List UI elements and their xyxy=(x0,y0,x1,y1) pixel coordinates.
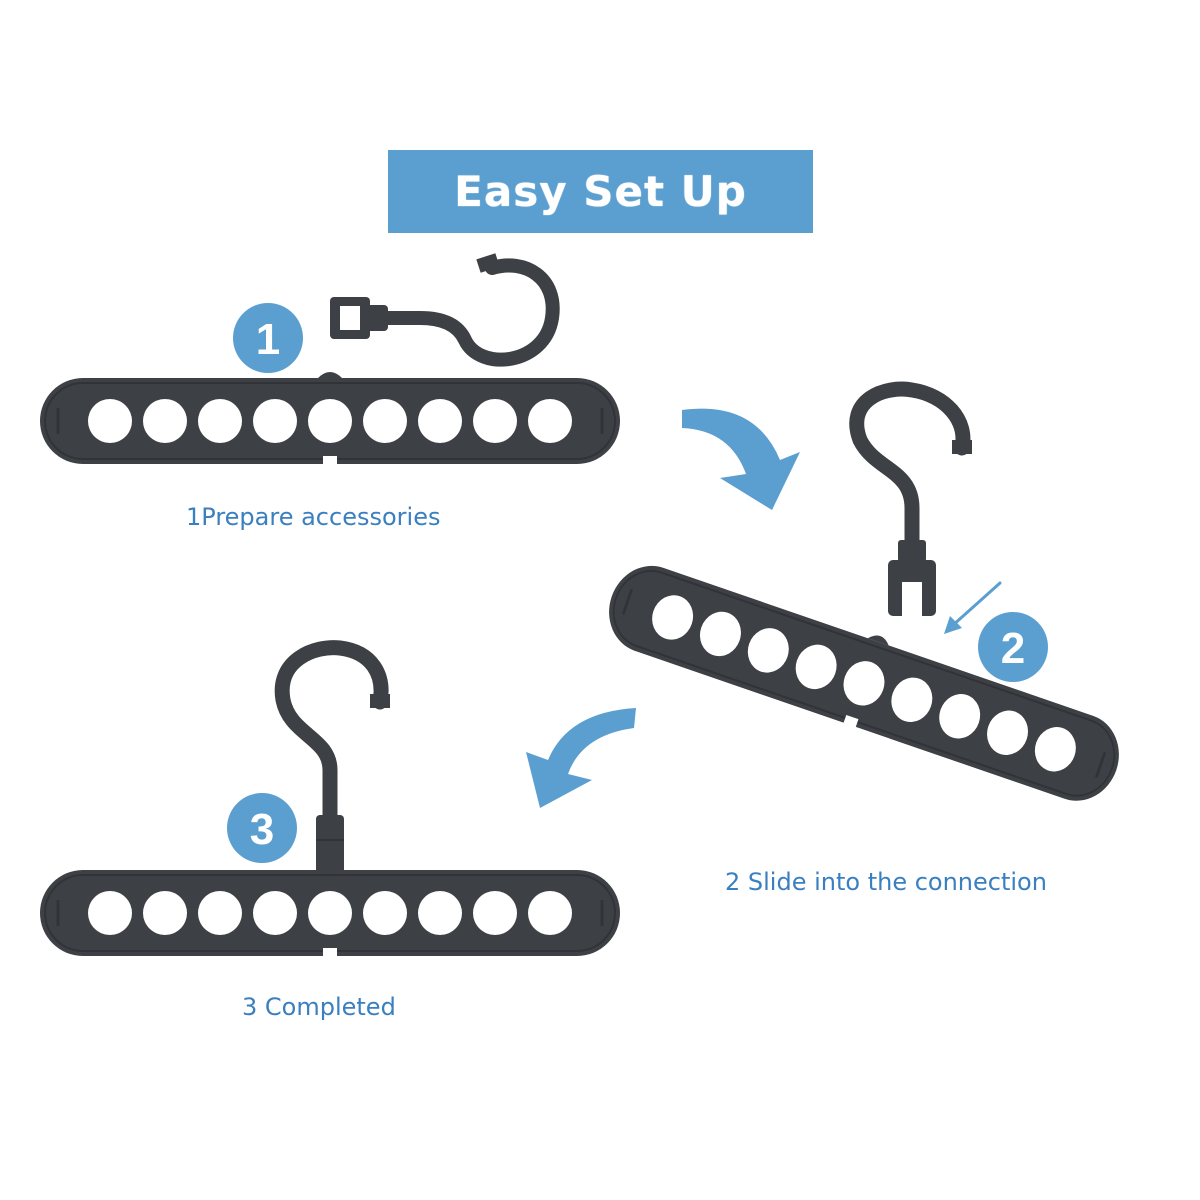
arrow-step-1-to-2-icon xyxy=(682,408,800,510)
step-2-hanger-icon xyxy=(609,565,1119,801)
step-3-number: 3 xyxy=(250,805,274,854)
step-2-number: 2 xyxy=(1001,624,1025,673)
step-1-hook-icon xyxy=(330,253,560,367)
title-text: Easy Set Up xyxy=(454,167,747,216)
title-banner: Easy Set Up xyxy=(388,150,813,233)
step-1-hanger-icon xyxy=(40,372,620,466)
step-3-hanger-icon xyxy=(40,870,620,958)
step-3-badge: 3 xyxy=(227,793,297,863)
step-2-caption: 2 Slide into the connection xyxy=(725,868,1047,896)
step-1-caption: 1Prepare accessories xyxy=(186,503,441,531)
arrow-step-2-to-3-icon xyxy=(526,708,636,808)
step-3-caption: 3 Completed xyxy=(242,993,396,1021)
step-3-hook-icon xyxy=(274,640,390,885)
step-1-badge: 1 xyxy=(233,303,303,373)
step-2-hook-icon xyxy=(849,381,972,616)
step-1-number: 1 xyxy=(256,315,280,364)
step-2-pointer-arrow-icon xyxy=(944,581,1002,634)
step-2-badge: 2 xyxy=(978,612,1048,682)
